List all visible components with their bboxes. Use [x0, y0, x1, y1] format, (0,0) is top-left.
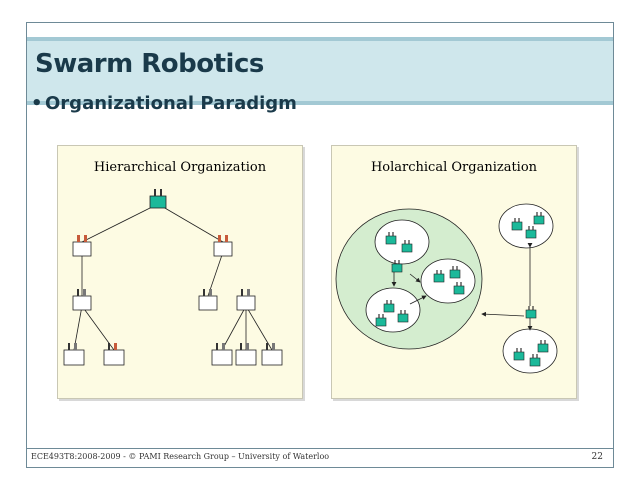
worker-agent	[236, 289, 256, 311]
title-strip-top	[27, 37, 613, 41]
worker-agent	[198, 289, 218, 311]
leaf-agent	[235, 343, 257, 366]
external-holon	[498, 203, 554, 249]
leaf-agent	[211, 343, 233, 366]
bullet-item: •Organizational Paradigm	[31, 93, 297, 114]
sub-holon	[374, 219, 430, 265]
holon-agents	[375, 215, 549, 367]
holarchy-diagram	[335, 203, 558, 374]
manager-agent-right	[213, 235, 233, 257]
leaf-agent	[103, 343, 125, 366]
page-number: 22	[591, 452, 603, 462]
external-holon	[502, 328, 558, 374]
holarchical-panel: Holarchical Organization	[331, 145, 577, 399]
hierarchy-diagram	[63, 189, 283, 366]
hierarchical-panel: Hierarchical Organization	[57, 145, 303, 399]
hierarchical-panel-title: Hierarchical Organization	[93, 160, 267, 175]
holarchical-panel-title: Holarchical Organization	[370, 160, 538, 175]
root-agent	[149, 189, 167, 209]
slide: Swarm Robotics •Organizational Paradigm …	[26, 22, 614, 468]
title-strip-bottom	[27, 101, 613, 105]
agent-antennas	[378, 212, 546, 358]
bullet-text: Organizational Paradigm	[45, 93, 297, 114]
footer-credit: ECE493T8:2008-2009 - © PAMI Research Gro…	[31, 452, 330, 461]
bullet-dot: •	[31, 93, 43, 114]
leaf-agent	[261, 343, 283, 366]
sub-holon	[420, 258, 476, 304]
slide-footer: ECE493T8:2008-2009 - © PAMI Research Gro…	[27, 448, 613, 467]
leaf-agent	[63, 343, 85, 366]
title-bar	[27, 41, 613, 101]
slide-title: Swarm Robotics	[35, 49, 264, 79]
manager-agent-left	[72, 235, 92, 257]
worker-agent	[72, 289, 92, 311]
